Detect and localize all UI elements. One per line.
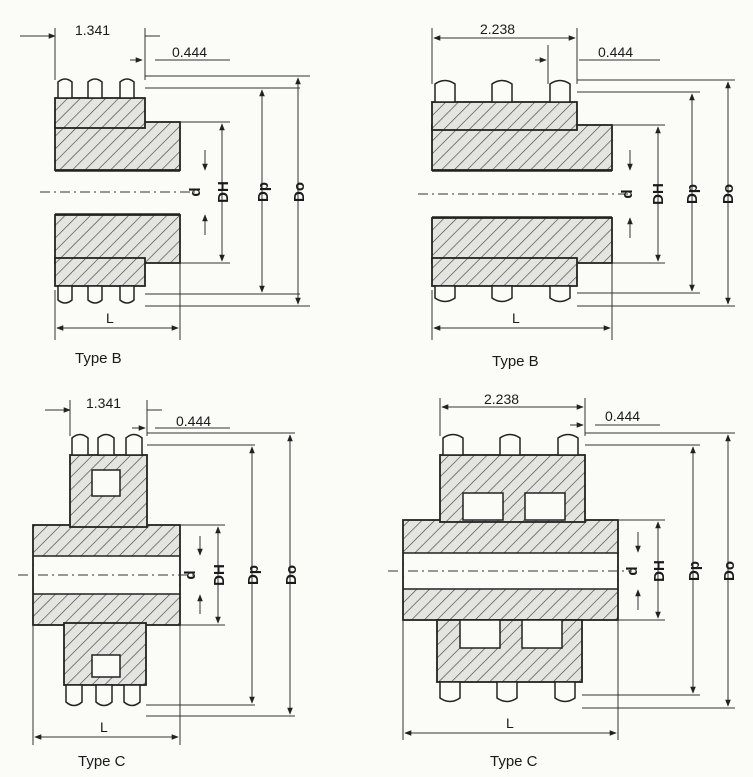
- tooth-width-label: 0.444: [605, 408, 640, 424]
- length-label: L: [100, 719, 108, 735]
- width-label: 1.341: [75, 22, 110, 38]
- diagram-caption: Type C: [78, 753, 126, 770]
- width-label: 1.341: [86, 395, 121, 411]
- outside-diameter-label: Do: [720, 184, 737, 204]
- pitch-diameter-label: Dp: [245, 565, 262, 585]
- outside-diameter-label: Do: [721, 561, 738, 581]
- hub-diameter-label: DH: [651, 560, 668, 582]
- diagram-caption: Type B: [492, 353, 539, 370]
- bore-diameter-label: d: [619, 189, 636, 198]
- outside-diameter-label: Do: [283, 565, 300, 585]
- diagram-type-b-triple: 2.238 0.444 L d DH Dp Do Type B: [418, 21, 737, 370]
- width-label: 2.238: [484, 391, 519, 407]
- width-label: 2.238: [480, 21, 515, 37]
- diagram-type-c-double: 1.341 0.444 L d DH Dp Do Type C: [18, 395, 300, 770]
- bore-diameter-label: d: [187, 187, 204, 196]
- length-label: L: [506, 715, 514, 731]
- pitch-diameter-label: Dp: [255, 182, 272, 202]
- tooth-width-label: 0.444: [176, 413, 211, 429]
- length-label: L: [106, 310, 114, 326]
- outside-diameter-label: Do: [291, 182, 308, 202]
- tooth-width-label: 0.444: [598, 44, 633, 60]
- pitch-diameter-label: Dp: [684, 184, 701, 204]
- pitch-diameter-label: Dp: [686, 561, 703, 581]
- hub-diameter-label: DH: [211, 564, 228, 586]
- diagram-caption: Type C: [490, 753, 538, 770]
- diagram-type-c-triple: 2.238 0.444 L d DH Dp Do Type C: [388, 391, 738, 770]
- tooth-width-label: 0.444: [172, 44, 207, 60]
- hub-diameter-label: DH: [215, 181, 232, 203]
- bore-diameter-label: d: [182, 570, 199, 579]
- bore-diameter-label: d: [624, 566, 641, 575]
- diagram-type-b-double: 1.341 0.444 L d DH Dp Do Type B: [20, 22, 310, 367]
- diagram-caption: Type B: [75, 350, 122, 367]
- length-label: L: [512, 310, 520, 326]
- hub-diameter-label: DH: [650, 183, 667, 205]
